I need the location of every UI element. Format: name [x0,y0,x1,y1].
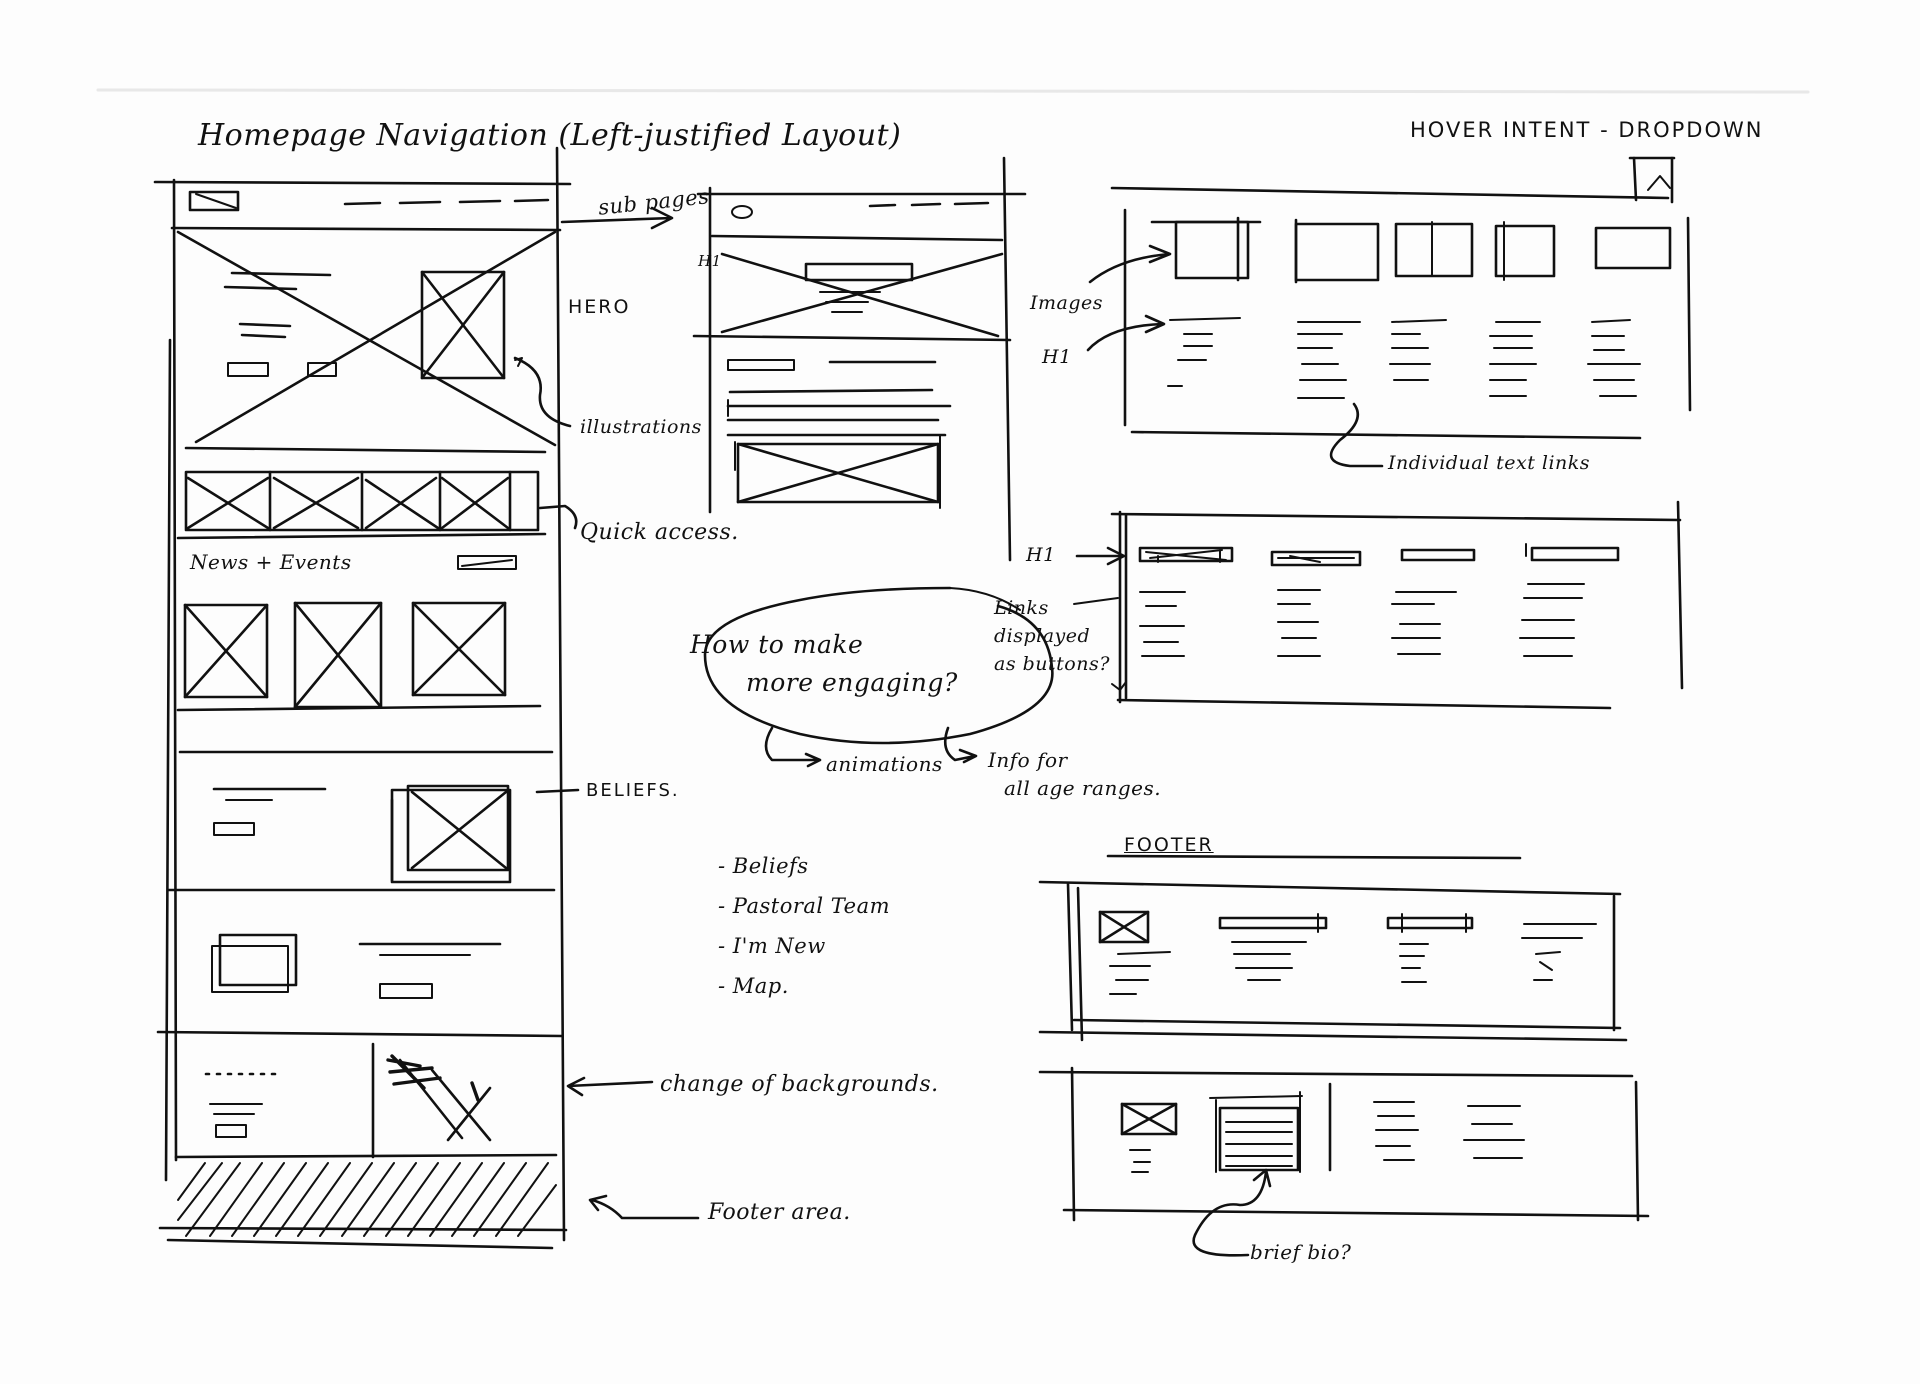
links-buttons-line-2: displayed [994,625,1091,647]
quick-access-leader [538,504,578,530]
button-links-dropdown-wireframe [1110,500,1684,710]
illustrations-leader [513,356,572,428]
hero-wireframe [176,230,557,454]
info-arrow [943,726,978,764]
links-buttons-label: Links displayed as buttons? [994,594,1110,678]
subpage-h1-box [804,262,914,282]
h1-label-2: H1 [1026,544,1056,566]
quick-access-wireframe [176,470,547,540]
brief-bio-arrow [1192,1168,1272,1257]
text-links-leader [1329,402,1384,468]
footer-wireframe [1038,854,1650,1222]
backgrounds-arrow [566,1076,654,1097]
images-label: Images [1030,292,1104,314]
info-age-line-1: Info for [988,748,1068,772]
hero-label: HERO [568,296,631,318]
links-buttons-line-3: as buttons? [994,653,1110,675]
hero-illustration-box [420,270,506,380]
nav-links [343,198,550,206]
links-buttons-line-1: Links [994,597,1049,619]
section-list-item-3: - I'm New [718,934,826,958]
background-change-wireframe [174,1042,558,1159]
hover-dropdown-wireframe [1110,156,1692,440]
news-events-label: News + Events [190,550,352,574]
beliefs-leader [535,788,580,794]
info-age-label: Info for all age ranges. [988,746,1161,802]
text-links-label: Individual text links [1388,452,1591,474]
h1-arrow-2 [1075,546,1126,566]
animations-arrow [764,726,822,768]
beliefs-wireframe [166,784,556,892]
beliefs-label: BELIEFS. [586,780,680,801]
bubble-text: How to make more engaging? [690,626,958,702]
illustrations-label: illustrations [580,416,702,438]
footer-area-arrow [588,1194,700,1220]
section-list: - Beliefs - Pastoral Team - I'm New - Ma… [718,846,890,1006]
homepage-wireframe [153,146,572,1250]
info-age-line-2: all age ranges. [1004,776,1162,800]
brief-bio-label: brief bio? [1250,1240,1352,1264]
section-list-item-2: - Pastoral Team [718,894,891,918]
h1-label-1: H1 [1042,346,1072,368]
backgrounds-label: change of backgrounds. [660,1072,939,1097]
animations-label: animations [826,752,943,776]
bubble-line-1: How to make [690,630,864,659]
footer-title: FOOTER [1124,834,1214,856]
sheet-title: Homepage Navigation (Left-justified Layo… [198,118,902,153]
thought-bubble [703,586,1054,768]
h1-arrow [1086,314,1166,352]
subpages-arrow [560,206,674,230]
subpage-h1-label: H1 [698,252,722,270]
footer-area-label: Footer area. [708,1200,851,1225]
section-list-item-1: - Beliefs [718,854,809,878]
footer-logo-box [1098,910,1150,944]
hover-intent-title: HOVER INTENT - DROPDOWN [1410,118,1764,142]
quick-access-label: Quick access. [580,520,739,545]
footer-area-hatch [158,1162,568,1250]
subpage-wireframe [692,156,1027,562]
news-events-wireframe [176,555,542,712]
logo-box [188,190,240,212]
bubble-line-2: more engaging? [746,668,958,697]
section-list-item-4: - Map. [718,974,789,998]
pastoral-wireframe [156,933,564,1038]
images-arrow [1088,244,1172,284]
